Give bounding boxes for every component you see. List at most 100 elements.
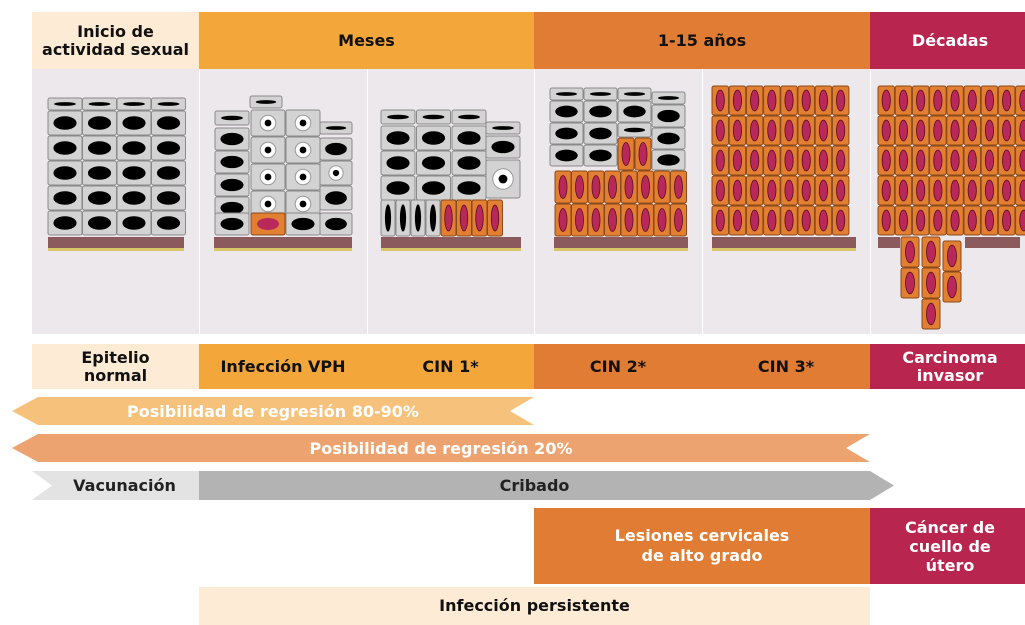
dysplastic-nucleus [984, 149, 994, 172]
koilocyte-nucleus [299, 200, 307, 208]
dysplastic-nucleus [898, 89, 908, 112]
oval-nucleus [220, 132, 244, 146]
oval-nucleus [457, 181, 481, 195]
dysplastic-nucleus [898, 179, 908, 202]
oval-nucleus [156, 191, 181, 205]
oval-nucleus [589, 127, 612, 140]
oval-nucleus [53, 116, 77, 130]
oval-nucleus [589, 149, 612, 162]
dysplastic-nucleus [674, 208, 683, 232]
dysplastic-nucleus [732, 119, 742, 142]
stage-cin3: CIN 3* [702, 344, 870, 389]
screening-label-wrap: Cribado [199, 471, 870, 500]
dysplastic-nucleus [1002, 179, 1012, 202]
basement-line [712, 248, 856, 251]
dysplastic-nucleus [950, 209, 960, 232]
dysplastic-nucleus [641, 175, 650, 199]
vaccination-label-wrap: Vacunación [50, 471, 199, 500]
dysplastic-nucleus [898, 119, 908, 142]
flat-nucleus [623, 92, 646, 96]
dysplastic-nucleus [750, 179, 760, 202]
dysplastic-nucleus [490, 204, 500, 232]
regression-20-label-wrap: Posibilidad de regresión 20% [12, 434, 870, 462]
basement-membrane [965, 237, 1020, 248]
oval-nucleus [421, 156, 446, 170]
dysplastic-nucleus [818, 179, 828, 202]
illustration-panel [32, 69, 1025, 334]
dysplastic-nucleus [257, 218, 279, 230]
flat-nucleus [157, 102, 180, 106]
koilocyte-nucleus [264, 173, 272, 181]
oval-nucleus [156, 141, 181, 155]
stage-cin1: CIN 1* [367, 344, 534, 389]
dysplastic-nucleus [732, 209, 742, 232]
regression-20-arrow [12, 434, 870, 462]
dysplastic-nucleus [836, 149, 846, 172]
oval-nucleus [122, 216, 146, 230]
koilocyte-nucleus [299, 119, 307, 127]
dysplastic-nucleus [967, 89, 977, 112]
dysplastic-nucleus [947, 244, 957, 268]
oval-nucleus [122, 116, 146, 130]
dysplastic-nucleus [947, 275, 957, 299]
header-meses: Meses [199, 12, 534, 69]
oval-nucleus [657, 109, 680, 123]
panel-divider [199, 69, 200, 334]
oval-nucleus [386, 181, 410, 195]
basement-membrane [214, 237, 352, 248]
oval-nucleus [156, 116, 181, 130]
dysplastic-nucleus [984, 119, 994, 142]
dysplastic-nucleus [750, 89, 760, 112]
oval-nucleus [555, 105, 578, 118]
dysplastic-nucleus [818, 119, 828, 142]
dysplastic-nucleus [818, 149, 828, 172]
dysplastic-nucleus [459, 204, 469, 232]
dysplastic-nucleus [767, 149, 777, 172]
dysplastic-nucleus [657, 175, 667, 199]
stage-cin3-label: CIN 3* [757, 356, 815, 376]
header-inicio-label: Inicio de actividad sexual [42, 21, 189, 59]
oval-nucleus [53, 166, 77, 180]
oval-nucleus [220, 217, 244, 231]
dysplastic-nucleus [1002, 119, 1012, 142]
dysplastic-nucleus [916, 209, 926, 232]
oval-nucleus [491, 140, 515, 154]
dysplastic-nucleus [784, 119, 794, 142]
flat-nucleus [422, 114, 445, 120]
dysplastic-nucleus [926, 302, 936, 326]
dysplastic-nucleus [836, 209, 846, 232]
stage-cin2-label: CIN 2* [589, 356, 647, 376]
flat-nucleus [123, 102, 145, 106]
oval-nucleus [386, 156, 410, 170]
header-anos: 1-15 años [534, 12, 870, 69]
basement-membrane [554, 237, 688, 248]
dysplastic-nucleus [881, 179, 891, 202]
vaccination-label: Vacunación [73, 476, 176, 495]
oval-nucleus [421, 181, 446, 195]
dysplastic-nucleus [984, 179, 994, 202]
dysplastic-nucleus [767, 179, 777, 202]
dysplastic-nucleus [475, 204, 484, 232]
dysplastic-nucleus [801, 119, 811, 142]
dysplastic-nucleus [715, 209, 725, 232]
dysplastic-nucleus [784, 149, 794, 172]
dysplastic-nucleus [950, 179, 960, 202]
basement-membrane [381, 237, 521, 248]
dysplastic-nucleus [818, 89, 828, 112]
oval-nucleus [220, 178, 244, 192]
cervical-cancer-box: Cáncer de cuello de útero [870, 508, 1025, 584]
basement-membrane [48, 237, 184, 248]
dysplastic-nucleus [608, 208, 617, 232]
oval-nucleus [87, 141, 112, 155]
dysplastic-nucleus [818, 209, 828, 232]
dysplastic-nucleus [1002, 209, 1012, 232]
oval-nucleus [156, 216, 181, 230]
koilocyte-nucleus [332, 169, 340, 177]
koilocyte-nucleus [264, 146, 272, 154]
elongated-nucleus [399, 204, 407, 232]
oval-nucleus [555, 149, 578, 162]
dysplastic-nucleus [926, 240, 936, 264]
dysplastic-nucleus [905, 240, 915, 264]
dysplastic-nucleus [984, 89, 994, 112]
